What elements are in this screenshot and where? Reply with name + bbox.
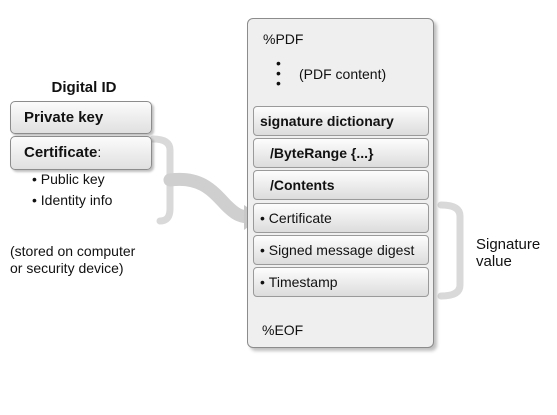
pdf-footer: %EOF — [262, 322, 304, 338]
public-key-text: Public key — [40, 171, 105, 187]
signature-value-label: Signature value — [476, 236, 540, 270]
digital-id-title: Digital ID — [51, 79, 117, 96]
signature-dictionary-row: signature dictionary — [253, 106, 429, 136]
signed-digest-row: • Signed message digest — [253, 235, 429, 265]
timestamp-row: • Timestamp — [253, 267, 429, 297]
content-dot-2: • — [276, 65, 281, 81]
certificate-arrow — [163, 172, 254, 224]
contents-row: /Contents — [253, 170, 429, 200]
identity-info-text: Identity info — [40, 192, 113, 208]
timestamp-label: Timestamp — [268, 274, 338, 290]
certificate-item-public-key: • Public key — [32, 171, 105, 187]
storage-caption-line-1: (stored on computer — [10, 243, 136, 259]
byterange-label: /ByteRange {...} — [270, 145, 374, 161]
certificate-item-identity-info: • Identity info — [32, 192, 113, 208]
certificate-label: Certificate — [24, 144, 98, 161]
storage-caption: (stored on computer or security device) — [10, 243, 135, 277]
pdf-content-label: (PDF content) — [299, 66, 387, 82]
signature-value-line-2: value — [476, 253, 512, 270]
certificate-heading: Certificate: — [24, 144, 101, 162]
pdf-header: %PDF — [263, 31, 304, 47]
certificate-field-label: Certificate — [268, 210, 332, 226]
private-key-box: Private key — [10, 101, 152, 134]
signature-dictionary-label: signature dictionary — [260, 113, 394, 129]
byterange-row: /ByteRange {...} — [253, 138, 429, 168]
signature-value-line-1: Signature — [476, 236, 541, 253]
certificate-items: • Public key • Identity info — [32, 169, 112, 211]
certificate-colon: : — [97, 144, 102, 160]
content-dot-1: • — [276, 55, 281, 71]
storage-caption-line-2: or security device) — [10, 260, 124, 276]
signed-digest-label: Signed message digest — [268, 242, 415, 258]
private-key-label: Private key — [24, 109, 104, 126]
contents-label: /Contents — [270, 177, 335, 193]
pdf-content-dots: • • • — [276, 55, 281, 91]
signature-value-bracket — [437, 201, 464, 300]
content-dot-3: • — [276, 75, 281, 91]
certificate-box: Certificate: — [10, 136, 152, 170]
certificate-field-row: • Certificate — [253, 203, 429, 233]
